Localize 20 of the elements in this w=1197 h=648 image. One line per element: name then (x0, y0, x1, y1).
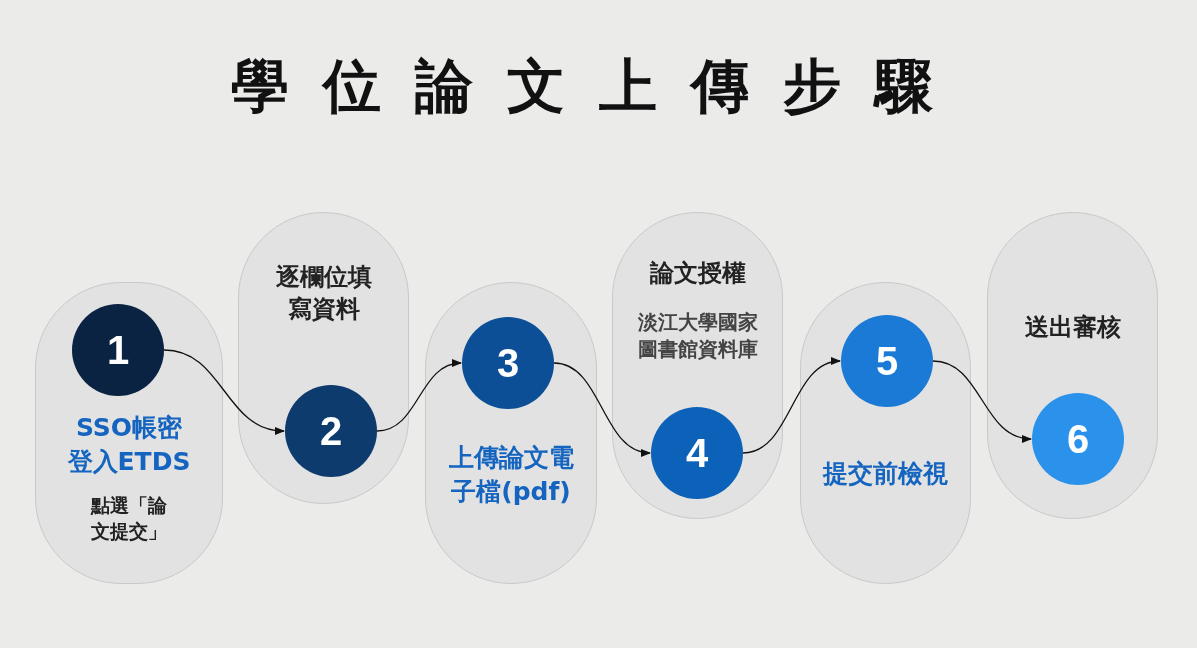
step-note: 淡江大學國家圖書館資料庫 (636, 309, 759, 363)
step-number-circle: 5 (841, 315, 933, 407)
arrow (742, 358, 841, 454)
arrow (376, 360, 462, 432)
step-number-circle: 6 (1032, 393, 1124, 485)
arrow (163, 349, 285, 434)
step-label: 提交前檢視 (823, 458, 948, 490)
step-label: 逐欄位填寫資料 (274, 262, 373, 326)
step-number-circle: 3 (462, 317, 554, 409)
step-label: SSO帳密登入ETDS (66, 412, 192, 478)
arrow (553, 362, 651, 456)
step-label: 送出審核 (1024, 312, 1121, 343)
step-number-circle: 4 (651, 407, 743, 499)
step-label: 論文授權 (649, 258, 746, 289)
step-number-circle: 1 (72, 304, 164, 396)
step-label: 上傳論文電子檔(pdf) (447, 442, 575, 508)
arrow (932, 360, 1032, 442)
step-note: 點選「論文提交」 (89, 493, 168, 544)
title: 學位論文上傳步驟 (230, 52, 967, 120)
step-number-circle: 2 (285, 385, 377, 477)
